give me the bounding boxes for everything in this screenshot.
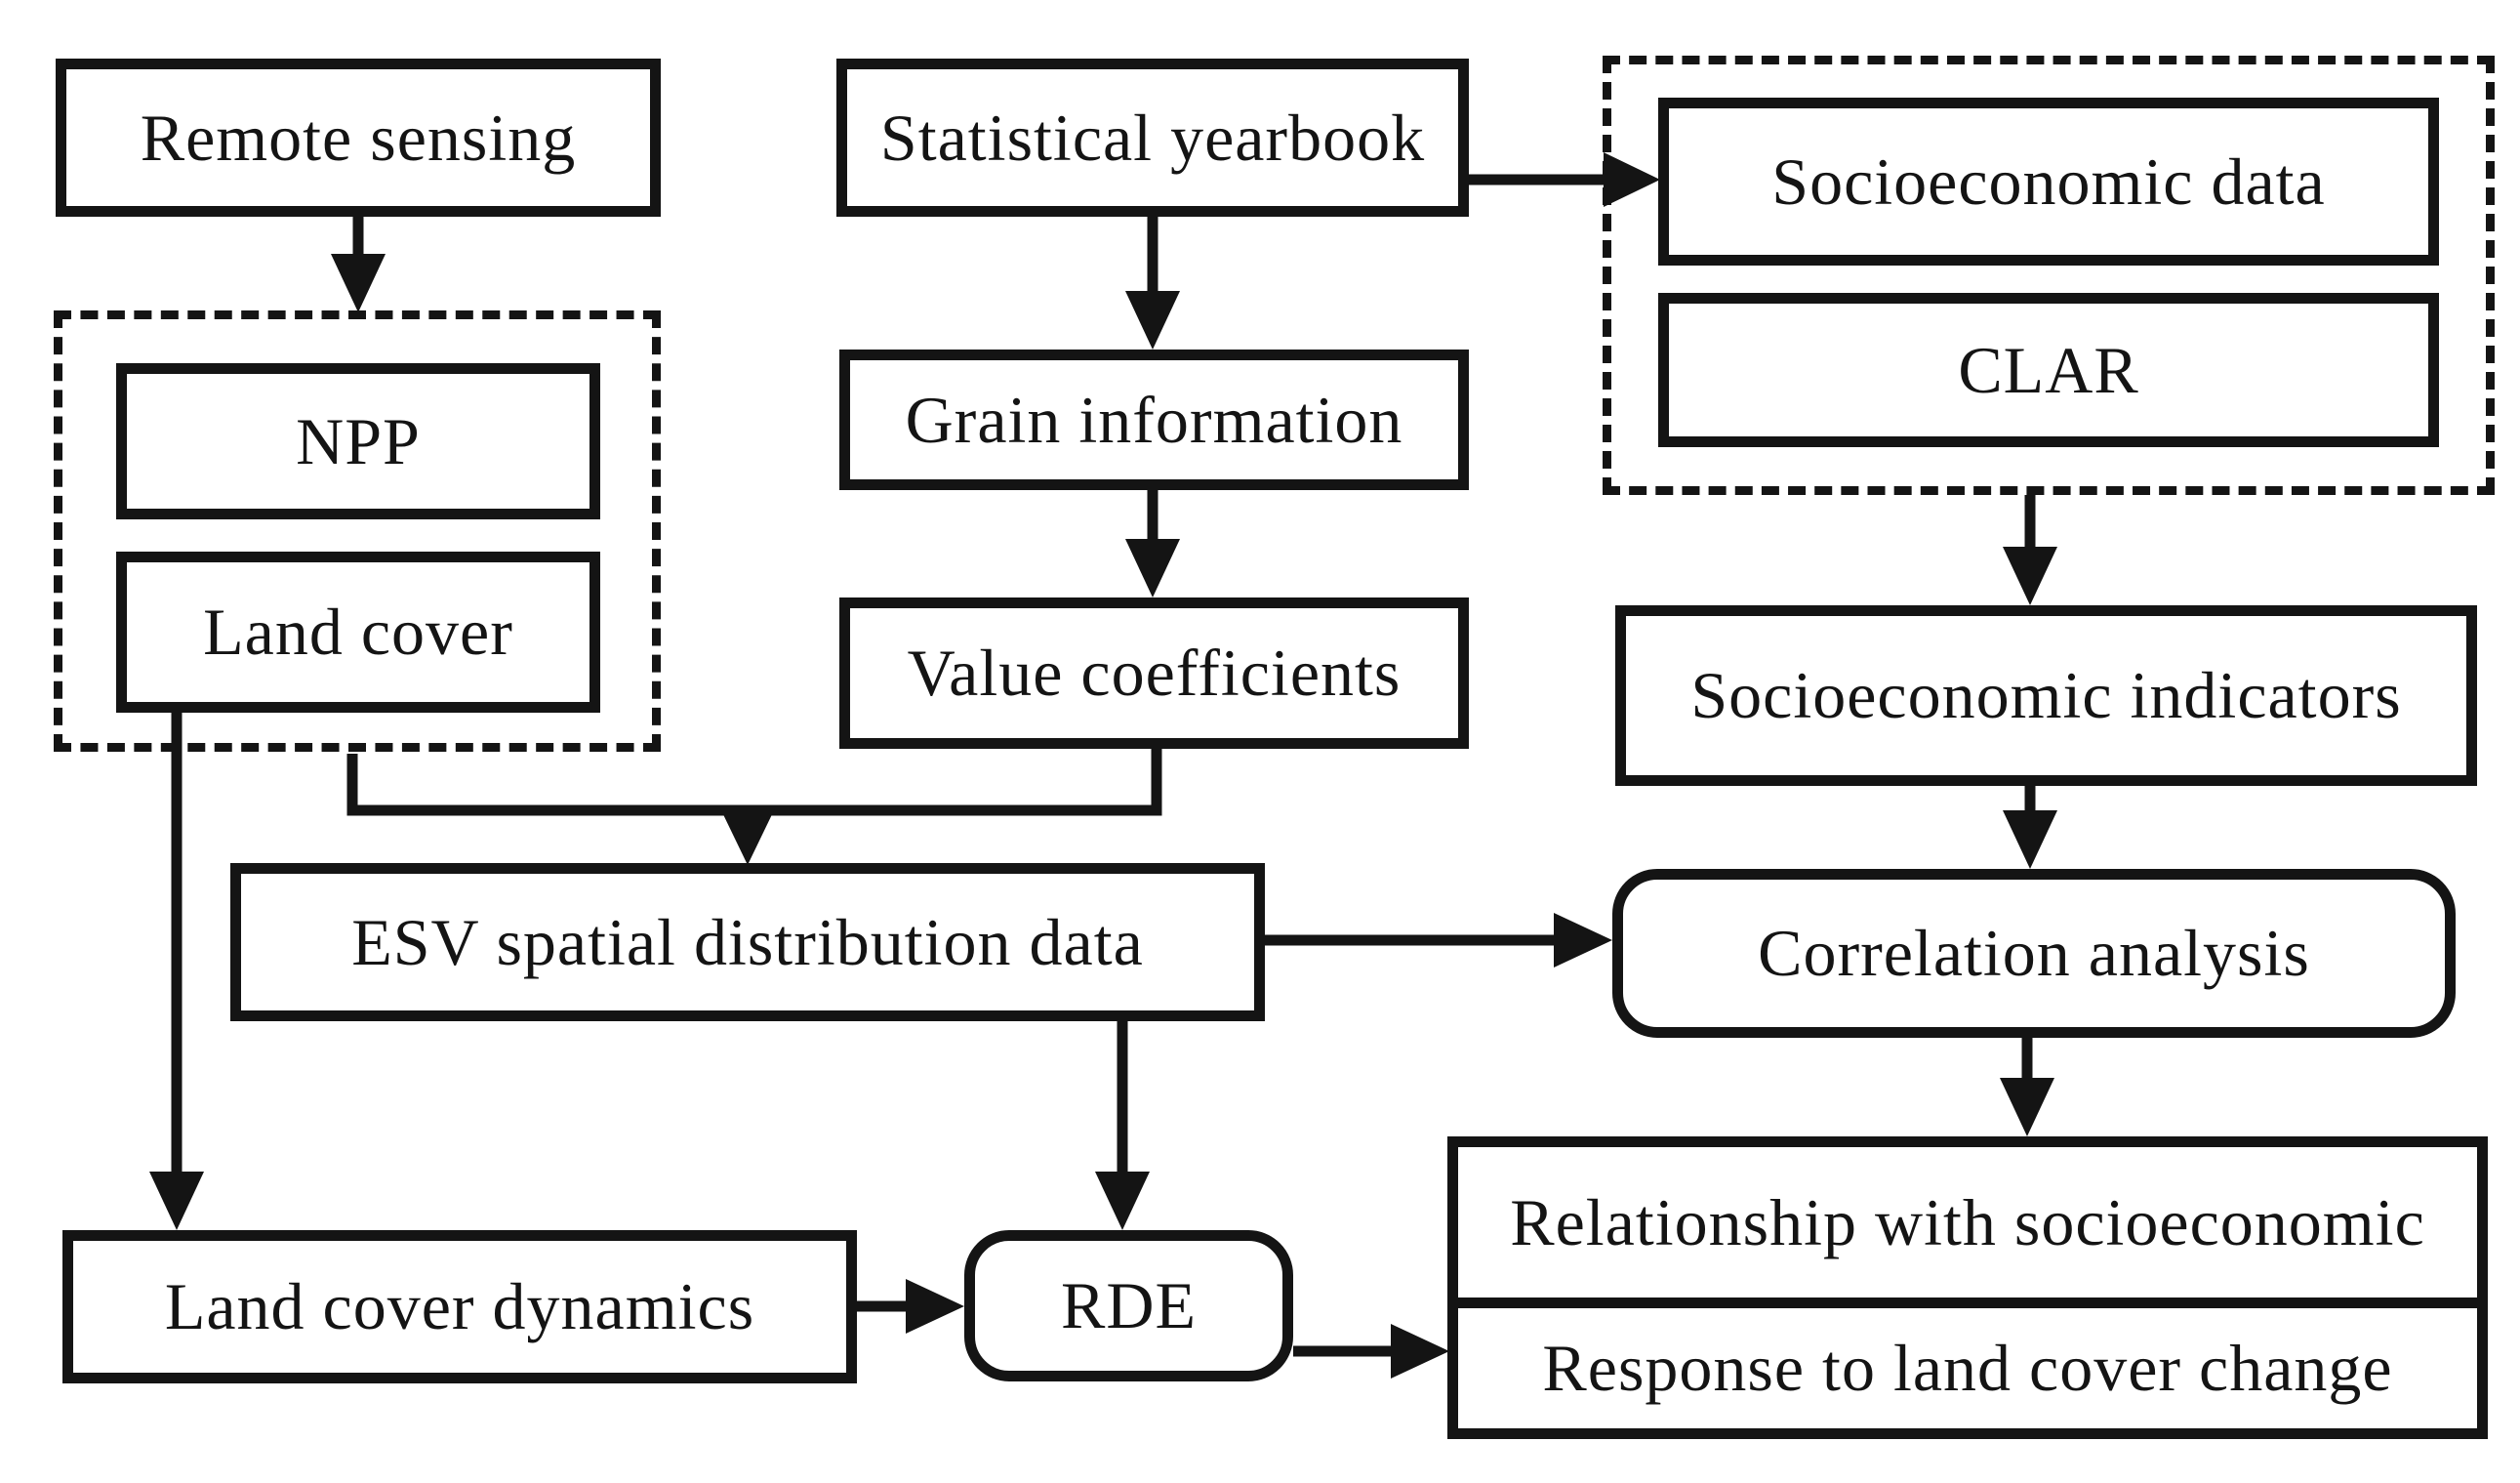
remote-sensing-products-group [54, 310, 661, 752]
node-esv-spatial-distribution-data: ESV spatial distribution data [230, 863, 1265, 1021]
node-rde: RDE [964, 1230, 1293, 1381]
yearbook-products-group [1603, 56, 2495, 495]
node-relationship-with-socioeconomic: Relationship with socioeconomic [1458, 1147, 2477, 1308]
node-clar: CLAR [1658, 293, 2439, 447]
results-box: Relationship with socioeconomic Response… [1447, 1136, 2488, 1439]
arrow-esv-to-rde [1095, 1021, 1150, 1230]
node-value-coefficients: Value coefficients [839, 597, 1469, 749]
arrow-dynamics-to-rde [857, 1279, 964, 1334]
node-grain-information: Grain information [839, 350, 1469, 490]
arrow-indicators-to-correlation [2003, 786, 2057, 869]
arrow-land-cover-to-dynamics [149, 713, 204, 1230]
arrow-esv-to-correlation [1265, 913, 1612, 968]
node-correlation-analysis: Correlation analysis [1612, 869, 2456, 1038]
connector-merge-bus-to-esv [346, 749, 1162, 865]
arrow-rde-to-response [1293, 1324, 1449, 1379]
node-response-to-land-cover-change: Response to land cover change [1542, 1331, 2393, 1405]
node-land-cover: Land cover [116, 552, 600, 713]
node-land-cover-dynamics: Land cover dynamics [62, 1230, 857, 1383]
arrow-yearbook-to-socioeconomic-data [1469, 152, 1660, 207]
arrow-correlation-to-results [2000, 1038, 2054, 1136]
node-statistical-yearbook: Statistical yearbook [836, 59, 1469, 217]
node-npp: NPP [116, 363, 600, 519]
arrow-remote-sensing-to-products [331, 217, 386, 312]
node-socioeconomic-data: Socioeconomic data [1658, 98, 2439, 266]
arrow-group-to-socioeconomic-indicators [2003, 495, 2057, 605]
arrow-grain-to-value-coefficients [1125, 487, 1180, 597]
node-socioeconomic-indicators: Socioeconomic indicators [1615, 605, 2477, 786]
arrow-yearbook-to-grain [1125, 217, 1180, 350]
node-remote-sensing: Remote sensing [56, 59, 661, 217]
